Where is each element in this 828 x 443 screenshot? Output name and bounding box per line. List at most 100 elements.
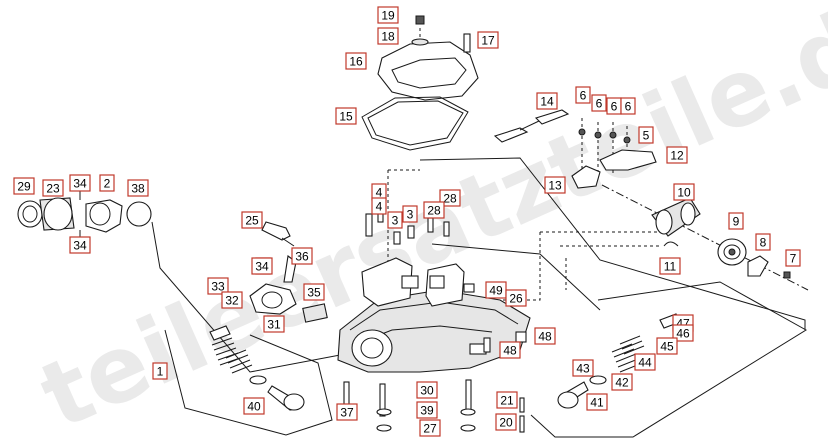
callout-6: 6 [591,94,607,112]
callout-number: 45 [660,340,674,354]
callout-number: 23 [46,182,60,196]
callout-1: 1 [152,362,168,380]
callout-number: 18 [381,30,395,44]
callout-42: 42 [611,373,633,391]
callout-box [291,247,313,265]
callout-6: 6 [606,97,622,115]
callout-box [439,189,461,207]
callout-number: 48 [538,330,552,344]
callout-number: 34 [255,260,269,274]
callout-box [416,381,438,399]
callout-11: 11 [659,257,681,275]
rocker-holder [361,257,465,307]
callout-46: 46 [672,324,694,342]
callout-28: 28 [423,201,445,219]
callout-32: 32 [221,291,243,309]
callout-number: 35 [307,286,321,300]
callout-10: 10 [673,183,695,201]
callout-box [263,315,285,333]
callout-number: 39 [420,404,434,418]
callout-8: 8 [755,233,771,251]
callout-box [638,126,654,144]
callout-number: 16 [349,55,363,69]
intake-valve-parts [209,325,305,411]
callout-number: 11 [664,260,677,274]
callout-40: 40 [243,397,265,415]
callout-16: 16 [345,52,367,70]
callout-number: 27 [423,422,437,436]
callout-box [207,277,229,295]
callout-number: 41 [590,396,604,410]
callout-number: 8 [760,236,767,250]
cam-sprocket [717,238,747,266]
callout-box [387,211,403,229]
callout-number: 7 [790,252,797,266]
callout-box [377,27,399,45]
callout-3: 3 [402,205,418,223]
callout-37: 37 [336,403,358,421]
callout-box [755,233,771,251]
callout-box [335,107,357,125]
callout-48: 48 [499,341,521,359]
callout-7: 7 [785,249,801,267]
callout-27: 27 [419,419,441,437]
callout-38: 38 [127,179,149,197]
callout-box [728,212,744,230]
callout-number: 1 [157,365,164,379]
callout-26: 26 [505,289,527,307]
callout-number: 28 [443,192,457,206]
callout-number: 30 [420,384,434,398]
callout-number: 10 [677,186,691,200]
callout-number: 34 [73,239,87,253]
callout-5: 5 [638,126,654,144]
callout-box [495,413,517,431]
callout-number: 5 [643,129,650,143]
callout-box [505,289,527,307]
bolt-7 [783,271,791,279]
callout-28: 28 [439,189,461,207]
callout-23: 23 [42,179,64,197]
coolant-hose-assembly [17,188,152,242]
callout-43: 43 [572,359,594,377]
callout-number: 33 [211,280,225,294]
callout-box [544,176,566,194]
callout-box [673,183,695,201]
callout-4: 4 [371,197,387,215]
callout-box [241,211,263,229]
callout-2: 2 [99,174,115,192]
studs-and-washers [343,283,527,433]
callout-number: 19 [381,9,395,23]
callout-box [496,391,518,409]
callout-number: 6 [596,97,603,111]
callout-number: 20 [499,416,513,430]
callout-number: 43 [576,362,590,376]
callout-box [371,197,387,215]
callout-box [336,403,358,421]
callout-number: 36 [295,250,309,264]
callout-33: 33 [207,277,229,295]
callout-number: 32 [225,294,239,308]
callout-6: 6 [575,86,591,104]
callout-box [243,397,265,415]
callout-box [13,177,35,195]
callout-number: 49 [489,284,503,298]
callout-3: 3 [387,211,403,229]
callout-number: 25 [245,214,259,228]
callout-box [69,236,91,254]
callout-20: 20 [495,413,517,431]
callout-number: 40 [247,400,261,414]
callout-box [69,174,91,192]
decompressor [747,255,769,277]
callout-number: 4 [376,200,383,214]
callout-number: 17 [481,34,495,48]
callout-box [666,146,688,164]
callout-number: 6 [611,100,618,114]
callout-number: 3 [392,214,399,228]
callout-number: 42 [615,376,629,390]
callout-34: 34 [69,236,91,254]
callout-number: 44 [638,356,652,370]
callout-36: 36 [291,247,313,265]
callout-box [575,86,591,104]
